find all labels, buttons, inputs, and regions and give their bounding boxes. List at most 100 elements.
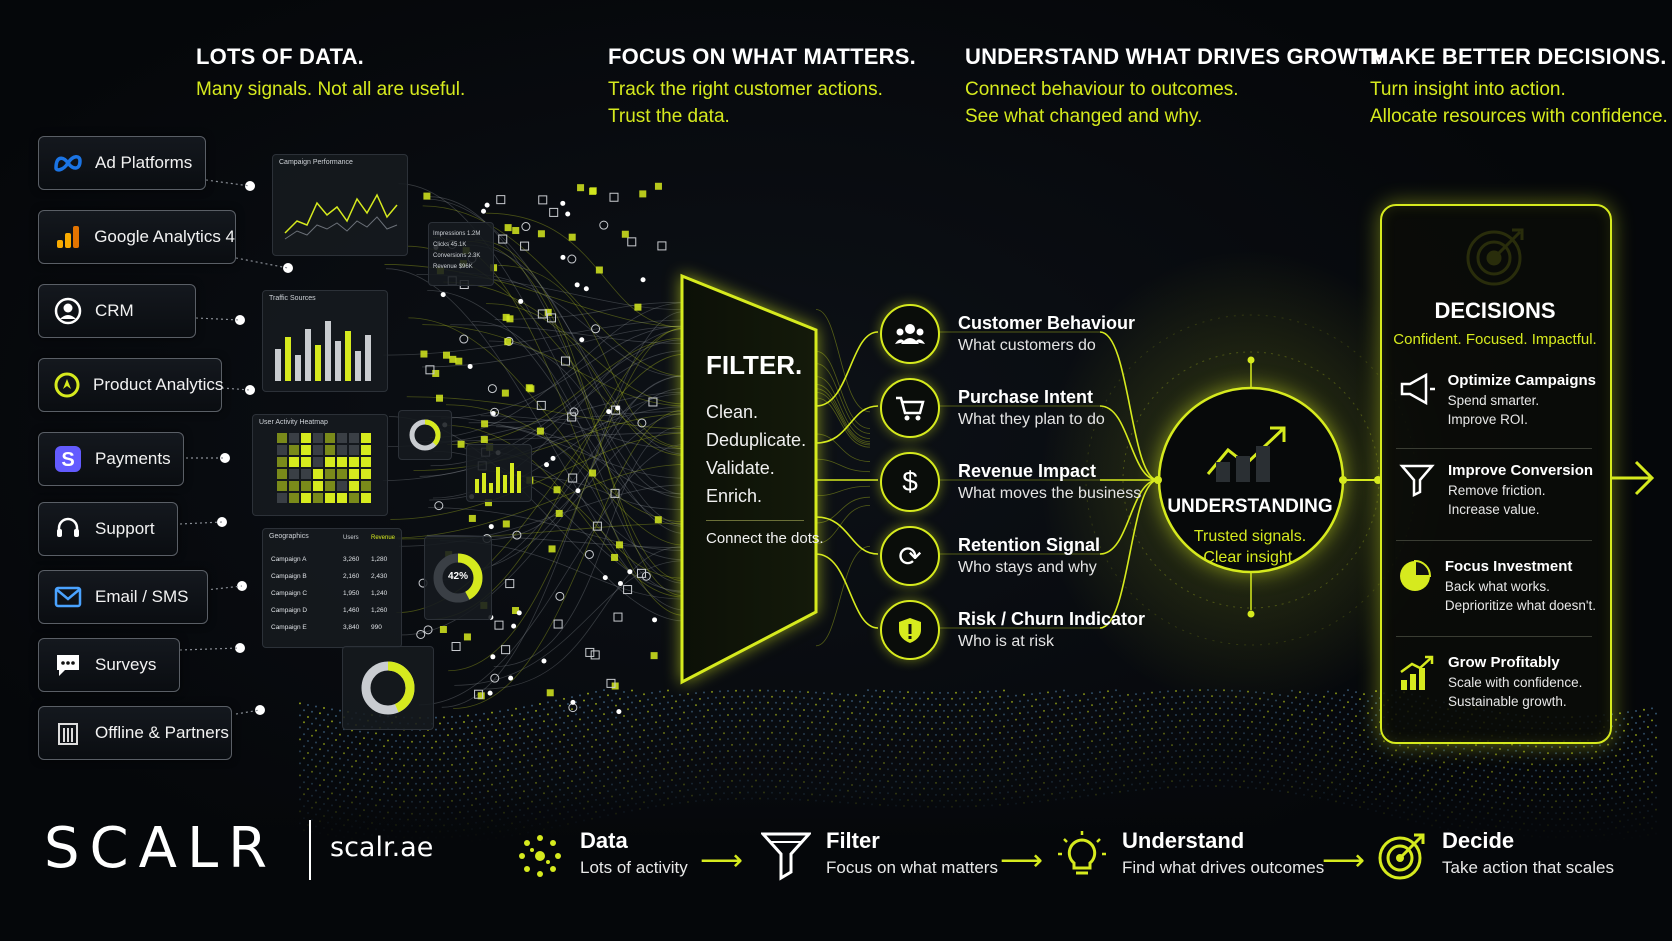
understanding-subtitle: Trusted signals. Clear insight. xyxy=(1160,526,1340,568)
funnel-icon xyxy=(1396,462,1438,504)
people-icon xyxy=(880,304,940,364)
source-surveys: Surveys xyxy=(38,638,180,692)
donut-value: 42% xyxy=(447,571,468,582)
decision-line: Deprioritize what doesn't. xyxy=(1444,598,1596,613)
metric-label: Clicks xyxy=(433,242,449,248)
panel-activity-heatmap: User Activity Heatmap xyxy=(252,414,388,516)
decision-title: Improve Conversion xyxy=(1448,462,1594,479)
step-title: Data xyxy=(580,828,628,853)
header-data: LOTS OF DATA. Many signals. Not all are … xyxy=(196,44,465,103)
filter-connect-text: Connect the dots. xyxy=(706,530,824,547)
decision-line: Sustainable growth. xyxy=(1448,694,1567,709)
source-label: Email / SMS xyxy=(95,587,189,606)
metric-label: Conversions xyxy=(433,253,467,259)
header-decide-line-2: Allocate resources with confidence. xyxy=(1370,106,1668,127)
header-understand-line-2: See what changed and why. xyxy=(965,106,1203,127)
headset-icon xyxy=(53,514,83,544)
filter-steps: Clean. Deduplicate. Validate. Enrich. xyxy=(706,398,806,510)
panel-title: User Activity Heatmap xyxy=(259,419,328,426)
geo-col-revenue: Revenue xyxy=(371,535,396,541)
header-focus-title: FOCUS ON WHAT MATTERS. xyxy=(608,44,916,69)
filter-step: Clean. xyxy=(706,402,759,422)
signal-title: Customer Behaviour xyxy=(958,313,1136,333)
filter-panel xyxy=(680,273,818,685)
decision-title: Grow Profitably xyxy=(1448,654,1560,671)
step-subtitle: Focus on what matters xyxy=(826,858,998,877)
source-label: Ad Platforms xyxy=(95,153,193,172)
header-decide-title: MAKE BETTER DECISIONS. xyxy=(1370,44,1667,69)
source-offline-partners: Offline & Partners xyxy=(38,706,232,760)
panel-metrics: Impressions 1.2M Clicks 45.1K Conversion… xyxy=(428,222,494,286)
source-label: Product Analytics xyxy=(93,375,224,394)
user-circle-icon xyxy=(53,296,83,326)
source-label: Surveys xyxy=(95,655,157,674)
building-icon xyxy=(53,718,83,748)
filter-divider xyxy=(706,520,804,521)
cart-icon xyxy=(880,378,940,438)
source-ad-platforms: Ad Platforms xyxy=(38,136,206,190)
metric-value: 45.1K xyxy=(450,242,467,248)
source-crm: CRM xyxy=(38,284,196,338)
header-data-title: LOTS OF DATA. xyxy=(196,44,364,69)
source-label: Offline & Partners xyxy=(95,723,229,742)
decisions-card xyxy=(1380,204,1612,744)
panel-traffic-sources: Traffic Sources xyxy=(262,290,388,392)
metric-label: Impressions xyxy=(433,231,466,237)
header-data-line-1: Many signals. Not all are useful. xyxy=(196,79,466,100)
signal-title: Risk / Churn Indicator xyxy=(958,609,1146,629)
pie-chart-icon xyxy=(1396,558,1435,600)
stripe-s-icon: S xyxy=(53,444,83,474)
step-title: Decide xyxy=(1442,828,1515,853)
meta-icon xyxy=(53,148,83,178)
decisions-title: DECISIONS xyxy=(1434,298,1556,323)
target-icon xyxy=(1374,828,1430,884)
logo-divider xyxy=(309,820,311,880)
source-payments: S Payments xyxy=(38,432,184,486)
decision-title: Focus Investment xyxy=(1444,558,1573,575)
funnel-icon xyxy=(758,828,814,884)
filter-step: Deduplicate. xyxy=(706,430,807,450)
metric-value: 1.2M xyxy=(467,231,481,237)
decision-divider xyxy=(1396,448,1592,449)
decision-line: Remove friction. xyxy=(1448,483,1546,498)
shield-alert-icon xyxy=(880,600,940,660)
filter-step: Validate. xyxy=(706,458,775,478)
signal-subtitle: What customers do xyxy=(958,337,1096,354)
chat-bubble-icon xyxy=(53,650,83,680)
envelope-icon xyxy=(53,582,83,612)
output-arrow-icon xyxy=(1612,460,1655,496)
megaphone-icon xyxy=(1396,372,1438,414)
header-focus: FOCUS ON WHAT MATTERS. Track the right c… xyxy=(608,44,916,130)
footer-band xyxy=(0,790,1672,941)
signal-title: Revenue Impact xyxy=(958,461,1097,481)
signal-title: Purchase Intent xyxy=(958,387,1094,407)
brand-site: scalr.ae xyxy=(330,832,434,863)
panel-mini-ring xyxy=(398,410,452,460)
signal-subtitle: What moves the business xyxy=(958,485,1142,502)
analytics-bars-icon xyxy=(53,222,82,252)
compass-icon xyxy=(53,370,81,400)
header-understand: UNDERSTAND WHAT DRIVES GROWTH. Connect b… xyxy=(965,44,1394,130)
decision-divider xyxy=(1396,540,1592,541)
source-label: Payments xyxy=(95,449,171,468)
header-decide: MAKE BETTER DECISIONS. Turn insight into… xyxy=(1370,44,1668,130)
filter-title: FILTER. xyxy=(706,350,803,380)
source-google-analytics: Google Analytics 4 xyxy=(38,210,236,264)
filter-step: Enrich. xyxy=(706,486,763,506)
header-understand-line-1: Connect behaviour to outcomes. xyxy=(965,79,1239,100)
step-subtitle: Take action that scales xyxy=(1442,858,1614,877)
step-arrow-icon: ⟶ xyxy=(1000,844,1044,877)
